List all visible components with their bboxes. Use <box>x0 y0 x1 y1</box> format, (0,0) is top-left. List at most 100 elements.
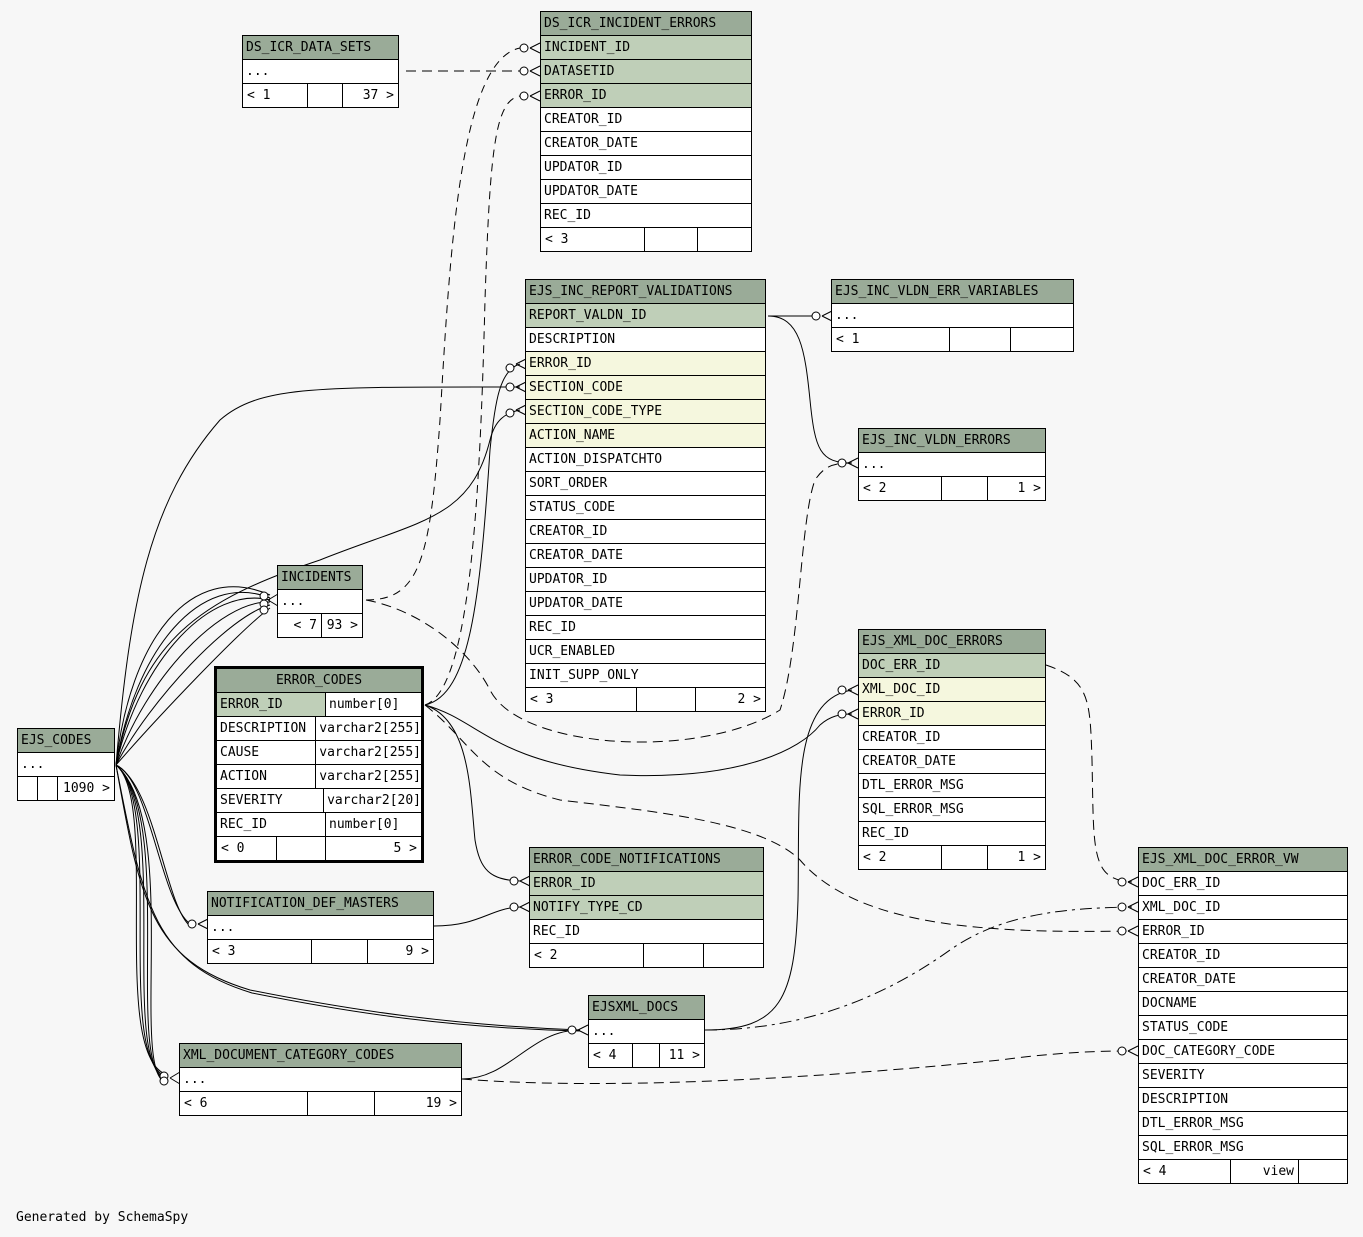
nav-children[interactable] <box>1011 328 1073 351</box>
column-rec-id: REC_ID <box>544 208 591 223</box>
nav-children[interactable]: 19 > <box>425 1096 457 1111</box>
table-nav: < 2 1 > <box>859 477 1045 500</box>
crows-foot-mark <box>197 918 209 930</box>
nav-parents[interactable]: < 6 <box>180 1092 308 1115</box>
edge-xml-doc-errors-vw <box>1045 664 1133 883</box>
nav-children[interactable] <box>698 228 751 251</box>
table-xml-document-category-codes[interactable]: XML_DOCUMENT_CATEGORY_CODES ... < 6 19 > <box>179 1043 462 1116</box>
edge-endpoint-circle <box>567 1025 577 1035</box>
nav-children[interactable]: 9 > <box>405 944 429 959</box>
crows-foot-mark <box>515 404 527 416</box>
nav-children[interactable]: 1090 > <box>63 781 110 796</box>
table-ejs-xml-doc-errors[interactable]: EJS_XML_DOC_ERRORS DOC_ERR_ID XML_DOC_ID… <box>858 629 1046 870</box>
edge-ejscodes-incidents-2 <box>115 592 271 766</box>
nav-parents[interactable]: < 3 <box>208 940 312 963</box>
nav-parents[interactable]: < 4 <box>1139 1160 1231 1183</box>
column-creator-date: CREATOR_DATE <box>529 548 623 563</box>
table-ejs-codes[interactable]: EJS_CODES ... 1090 > <box>17 728 115 801</box>
table-header[interactable]: INCIDENTS <box>278 566 362 590</box>
column-init-supp-only: INIT_SUPP_ONLY <box>529 668 639 683</box>
table-nav: < 6 19 > <box>180 1092 461 1115</box>
crows-foot-mark <box>847 684 859 696</box>
column-ellipsis: ... <box>211 920 235 935</box>
column-updator-date: UPDATOR_DATE <box>544 184 638 199</box>
column-cause: CAUSE <box>217 741 317 764</box>
table-header[interactable]: DS_ICR_INCIDENT_ERRORS <box>541 12 751 36</box>
nav-parents[interactable]: < 1 <box>832 328 950 351</box>
table-ds-icr-incident-errors[interactable]: DS_ICR_INCIDENT_ERRORS INCIDENT_ID DATAS… <box>540 11 752 252</box>
crows-foot-mark <box>169 1071 181 1085</box>
edge-endpoint-circle <box>505 363 515 373</box>
nav-children[interactable]: 11 > <box>668 1048 700 1063</box>
table-header[interactable]: EJS_INC_VLDN_ERRORS <box>859 429 1045 453</box>
nav-children[interactable]: 2 > <box>737 692 761 707</box>
nav-parents[interactable]: < 2 <box>859 477 942 500</box>
nav-parents[interactable]: < 0 <box>217 837 277 860</box>
table-header[interactable]: ERROR_CODE_NOTIFICATIONS <box>530 848 763 872</box>
table-ejsxml-docs[interactable]: EJSXML_DOCS ... < 4 11 > <box>588 995 705 1068</box>
table-header[interactable]: ERROR_CODES <box>217 669 421 693</box>
table-incidents[interactable]: INCIDENTS ... < 7 93 > <box>277 565 363 638</box>
view-ejs-xml-doc-error-vw[interactable]: EJS_XML_DOC_ERROR_VW DOC_ERR_ID XML_DOC_… <box>1138 847 1348 1184</box>
nav-children[interactable]: 1 > <box>1017 850 1041 865</box>
table-error-code-notifications[interactable]: ERROR_CODE_NOTIFICATIONS ERROR_ID NOTIFY… <box>529 847 764 968</box>
edge-ejscodes-ejsxmldocs-2 <box>115 764 581 1032</box>
table-header[interactable]: EJS_XML_DOC_ERRORS <box>859 630 1045 654</box>
crows-foot-mark <box>515 381 527 393</box>
column-notify-type-cd: NOTIFY_TYPE_CD <box>533 900 643 915</box>
nav-mid <box>277 837 326 860</box>
nav-parents[interactable]: < 2 <box>859 846 942 869</box>
column-type: varchar2[255] <box>319 745 421 760</box>
nav-mid <box>312 940 368 963</box>
column-dtl-error-msg: DTL_ERROR_MSG <box>1142 1116 1244 1131</box>
nav-children[interactable]: 5 > <box>393 841 417 856</box>
nav-parents[interactable]: < 4 <box>589 1044 633 1067</box>
nav-parents[interactable]: < 2 <box>530 944 644 967</box>
table-header[interactable]: EJS_XML_DOC_ERROR_VW <box>1139 848 1347 872</box>
nav-children[interactable] <box>1299 1160 1347 1183</box>
nav-mid <box>38 777 58 800</box>
nav-children[interactable]: 37 > <box>362 88 394 103</box>
column-rec-id: REC_ID <box>217 813 326 836</box>
nav-parents[interactable] <box>18 777 38 800</box>
nav-parents[interactable]: < 7 <box>278 614 322 637</box>
column-error-id: ERROR_ID <box>862 706 925 721</box>
nav-children[interactable]: 93 > <box>326 618 358 633</box>
edge-errorcodes-notifications <box>424 704 521 882</box>
table-ejs-inc-report-validations[interactable]: EJS_INC_REPORT_VALIDATIONS REPORT_VALDN_… <box>525 279 766 712</box>
table-notification-def-masters[interactable]: NOTIFICATION_DEF_MASTERS ... < 3 9 > <box>207 891 434 964</box>
edge-ejscodes-incidents-3 <box>115 597 271 766</box>
nav-children[interactable] <box>704 944 763 967</box>
crows-foot-mark <box>577 1024 589 1036</box>
edge-endpoint-circle <box>837 709 847 719</box>
crows-foot-mark <box>1127 925 1139 937</box>
table-header[interactable]: DS_ICR_DATA_SETS <box>243 36 398 60</box>
column-description: DESCRIPTION <box>1142 1092 1229 1107</box>
nav-mid <box>308 84 343 107</box>
table-ejs-inc-vldn-err-variables[interactable]: EJS_INC_VLDN_ERR_VARIABLES ... < 1 <box>831 279 1074 352</box>
table-ds-icr-data-sets[interactable]: DS_ICR_DATA_SETS ... < 1 37 > <box>242 35 399 108</box>
nav-parents[interactable]: < 3 <box>526 688 637 711</box>
table-header[interactable]: NOTIFICATION_DEF_MASTERS <box>208 892 433 916</box>
crows-foot-mark <box>529 65 541 77</box>
table-ejs-inc-vldn-errors[interactable]: EJS_INC_VLDN_ERRORS ... < 2 1 > <box>858 428 1046 501</box>
column-creator-id: CREATOR_ID <box>544 112 623 127</box>
edge-ejsxmldocs-vw <box>704 906 1133 1031</box>
table-header[interactable]: EJS_CODES <box>18 729 114 753</box>
table-header[interactable]: XML_DOCUMENT_CATEGORY_CODES <box>180 1044 461 1068</box>
edge-endpoint-circle <box>505 382 515 392</box>
nav-parents[interactable]: < 3 <box>541 228 645 251</box>
column-action-dispatchto: ACTION_DISPATCHTO <box>529 452 663 467</box>
nav-children[interactable]: 1 > <box>1017 481 1041 496</box>
edge-ejscodes-ejsxmldocs-1 <box>115 764 581 1031</box>
table-nav: < 3 2 > <box>526 688 765 711</box>
table-header[interactable]: EJS_INC_REPORT_VALIDATIONS <box>526 280 765 304</box>
column-error-id: ERROR_ID <box>544 88 607 103</box>
column-type: number[0] <box>329 817 400 832</box>
table-header[interactable]: EJSXML_DOCS <box>589 996 704 1020</box>
edge-endpoint-circle <box>259 605 269 615</box>
crows-foot-mark <box>821 310 833 322</box>
nav-parents[interactable]: < 1 <box>243 84 308 107</box>
table-header[interactable]: EJS_INC_VLDN_ERR_VARIABLES <box>832 280 1073 304</box>
